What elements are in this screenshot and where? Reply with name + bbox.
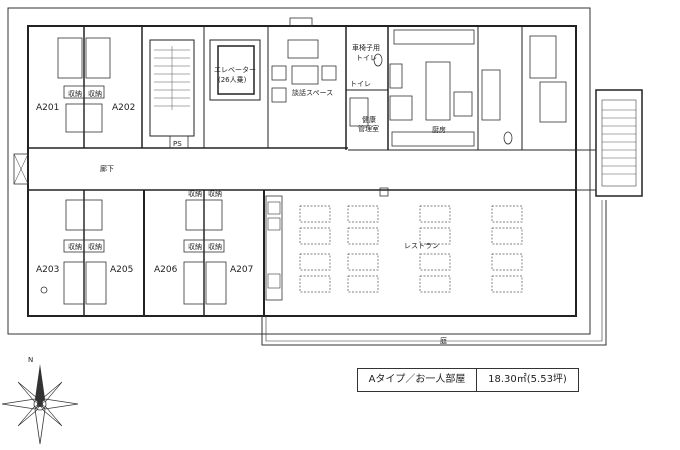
room-a205-label: A205 bbox=[110, 265, 133, 275]
kitchen-counter-bottom bbox=[391, 131, 475, 147]
back-right-unit-2 bbox=[539, 81, 567, 123]
lounge-label: 談話スペース bbox=[292, 88, 333, 97]
drain-a203 bbox=[40, 286, 48, 294]
closet-a207 bbox=[203, 239, 225, 253]
garden-label: 庭 bbox=[440, 336, 447, 345]
room-area-label: 18.30㎡(5.53坪) bbox=[488, 374, 567, 385]
toilet-label: トイレ bbox=[350, 80, 371, 88]
sofa-1 bbox=[287, 39, 319, 59]
wheelchair-toilet-label: 車椅子用 bbox=[352, 43, 380, 52]
toilet-fixture-1 bbox=[373, 53, 383, 67]
closet-a202 bbox=[83, 85, 105, 99]
compass-icon bbox=[1, 364, 79, 445]
bath-a205 bbox=[83, 199, 103, 231]
bed-a205 bbox=[85, 261, 107, 305]
health-room-bed bbox=[389, 95, 413, 121]
kitchen-label: 厨房 bbox=[432, 125, 446, 134]
storage-label-5: 収納 bbox=[188, 242, 202, 251]
chair-1 bbox=[271, 65, 287, 81]
storage-label-2: 収納 bbox=[88, 89, 102, 98]
elevator-car bbox=[217, 45, 255, 95]
bed-a202 bbox=[85, 37, 111, 79]
kitchen-unit bbox=[481, 69, 501, 121]
storage-label-6: 収納 bbox=[208, 242, 222, 251]
room-a203-label: A203 bbox=[36, 265, 59, 275]
right-corridor-link bbox=[575, 149, 597, 191]
chair-3 bbox=[321, 65, 337, 81]
kitchen-stove bbox=[453, 91, 473, 117]
north-label: N bbox=[28, 356, 33, 364]
bath-a202 bbox=[83, 103, 103, 133]
sink-1 bbox=[389, 63, 403, 89]
storage-label-3: 収納 bbox=[68, 242, 82, 251]
right-stairs bbox=[601, 99, 637, 187]
elevator-shaft bbox=[209, 39, 261, 101]
toilet-fixture-2 bbox=[503, 131, 513, 145]
closet-a205 bbox=[83, 239, 105, 253]
window-seat bbox=[289, 17, 313, 27]
room-a206-label: A206 bbox=[154, 265, 178, 275]
storage-label-7: 収納 bbox=[188, 189, 202, 198]
sofa-2 bbox=[291, 65, 319, 85]
restaurant-label: レストラン bbox=[404, 242, 439, 250]
appliance-2 bbox=[267, 217, 281, 231]
garden-inner bbox=[265, 200, 603, 342]
wheelchair-toilet-label-2: トイレ bbox=[356, 54, 377, 62]
appliance-3 bbox=[267, 273, 281, 289]
health-room-label-2: 管理室 bbox=[358, 124, 379, 133]
bath-a206 bbox=[185, 199, 205, 231]
health-room-desk bbox=[349, 97, 369, 127]
kitchen-island bbox=[425, 61, 451, 121]
bath-a201 bbox=[65, 103, 85, 133]
bath-a207 bbox=[203, 199, 223, 231]
storage-label-4: 収納 bbox=[88, 242, 102, 251]
stair-treads bbox=[154, 46, 190, 110]
left-window bbox=[13, 153, 29, 185]
corridor-label: 廊下 bbox=[100, 164, 114, 173]
room-info-box: Aタイプ／お一人部屋 18.30㎡(5.53坪) bbox=[357, 368, 579, 392]
room-a201-label: A201 bbox=[36, 103, 59, 113]
garden-boundary bbox=[261, 200, 607, 346]
ps-shaft bbox=[169, 135, 189, 149]
back-right-unit-1 bbox=[529, 35, 557, 79]
bath-a203 bbox=[65, 199, 85, 231]
bed-a201 bbox=[57, 37, 83, 79]
storage-label-1: 収納 bbox=[68, 89, 82, 98]
ps-label: PS bbox=[173, 140, 182, 148]
bed-a203 bbox=[63, 261, 85, 305]
building-outline bbox=[7, 7, 591, 335]
room-type-label: Aタイプ／お一人部屋 bbox=[358, 369, 477, 391]
chair-2 bbox=[271, 87, 287, 103]
right-stairwell bbox=[595, 89, 643, 197]
appliance-1 bbox=[267, 201, 281, 215]
health-room-label: 健康 bbox=[362, 115, 376, 124]
room-a202-label: A202 bbox=[112, 103, 135, 113]
restaurant-tables bbox=[299, 205, 523, 293]
elevator-label: エレベーター bbox=[214, 65, 256, 74]
left-window-diag2 bbox=[13, 153, 29, 185]
bed-a207 bbox=[205, 261, 227, 305]
right-stair-treads bbox=[602, 109, 636, 175]
room-a207-label: A207 bbox=[230, 265, 253, 275]
storage-label-8: 収納 bbox=[208, 189, 222, 198]
restaurant-pillar bbox=[379, 187, 389, 197]
bed-a206 bbox=[183, 261, 205, 305]
kitchen-counter-top bbox=[393, 29, 475, 45]
appliance-column bbox=[265, 195, 283, 301]
elevator-capacity-label: (26人乗) bbox=[218, 75, 247, 84]
